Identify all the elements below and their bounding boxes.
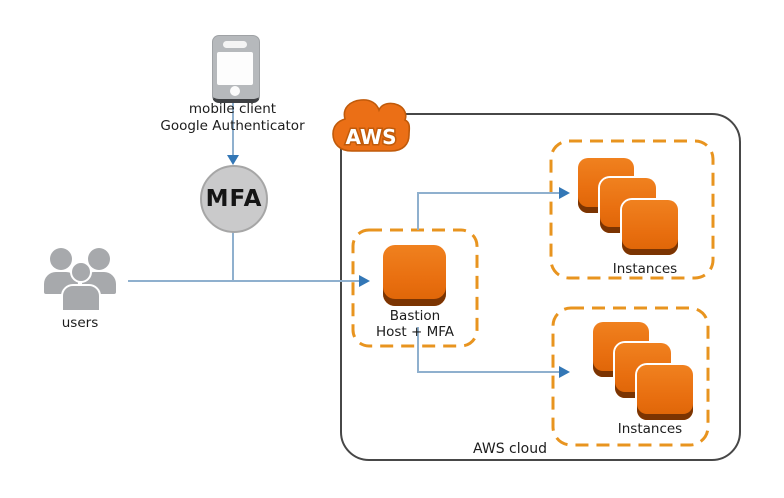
arrowhead-phone-to-mfa [227,155,239,165]
instances-bottom-dashed-box [551,306,710,447]
mobile-client-label-line1: mobile client [188,101,277,117]
aws-cloud-boundary [340,113,741,461]
mfa-label: MFA [205,186,263,212]
mobile-phone-icon [212,35,260,103]
instances-bottom-label: Instances [617,421,683,437]
bastion-dashed-box [351,228,479,348]
bastion-label-line1: Bastion [389,308,441,324]
users-icon [44,246,116,312]
bastion-host-icon [383,245,446,306]
instances-top-label: Instances [612,261,678,277]
line-bastion-to-instances-top [417,192,559,230]
arrowhead-users-to-bastion [359,275,370,287]
instance-icon [622,200,678,255]
aws-cloud-badge-icon: AWS [332,99,411,152]
user-figure-head [70,261,92,283]
instance-icon [637,365,693,420]
bastion-label: Bastion Host + MFA [353,308,477,340]
mobile-client-label-line2: Google Authenticator [160,118,305,134]
instances-top-dashed-box [549,139,715,280]
user-figure-head [50,248,72,270]
arrowhead-to-instances-top [559,187,570,199]
users-label: users [61,315,99,331]
arrowhead-to-instances-bottom [559,366,570,378]
mobile-client-label: mobile client Google Authenticator [130,101,335,135]
phone-screen [217,52,253,85]
phone-speaker [223,41,247,48]
line-bastion-to-instances-bottom [417,327,559,373]
phone-home-button [230,86,240,96]
user-figure-body [61,284,101,312]
aws-badge-label: AWS [345,125,396,149]
user-figure-head [88,248,110,270]
bastion-label-line2: Host + MFA [375,324,455,340]
mfa-node: MFA [200,165,268,233]
aws-cloud-label: AWS cloud [473,441,547,457]
